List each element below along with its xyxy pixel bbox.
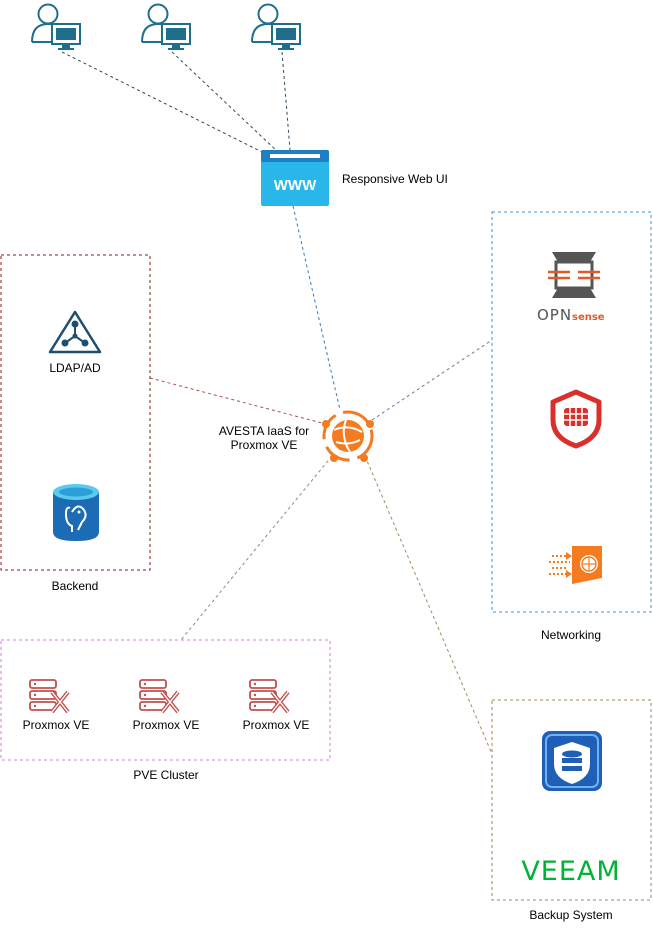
opnsense-logo-text-a: OPN	[537, 306, 572, 324]
core-label-line2: Proxmox VE	[230, 438, 298, 452]
pve-node-label: Proxmox VE	[242, 718, 310, 732]
pve-node-label: Proxmox VE	[22, 718, 90, 732]
avesta-core-icon	[322, 410, 374, 462]
edge-ldap-core	[149, 377, 323, 424]
pve-cluster-group	[0, 639, 331, 761]
pve-cluster-label: PVE Cluster	[133, 768, 199, 782]
user-icon	[31, 3, 81, 50]
networking-label: Networking	[540, 628, 602, 642]
backup-label: Backup System	[529, 908, 613, 922]
backup-database-icon	[542, 731, 602, 791]
proxmox-server-icon	[29, 679, 70, 714]
pve-node-label: Proxmox VE	[132, 718, 200, 732]
edge-user1-web	[61, 51, 269, 156]
proxmox-server-icon	[249, 679, 290, 714]
postgresql-database-icon	[53, 484, 99, 541]
backup-group	[491, 699, 652, 901]
opnsense-logo: OPN sense	[537, 252, 605, 324]
backend-label: Backend	[51, 579, 99, 593]
ldap-directory-icon	[48, 310, 102, 354]
user-icon	[251, 3, 301, 50]
edge-core-cluster	[180, 455, 333, 641]
core-label-line1: AVESTA IaaS for	[218, 424, 310, 438]
edge-user2-web	[171, 51, 279, 153]
opnsense-logo-text-b: sense	[572, 312, 605, 323]
web-icon-text: WWW	[274, 177, 317, 194]
user-icon	[141, 3, 191, 50]
networking-group	[491, 211, 652, 613]
veeam-logo: VEEAM	[521, 856, 620, 887]
firewall-shield-icon	[550, 389, 602, 449]
backend-group	[0, 254, 151, 571]
web-ui-label: Responsive Web UI	[342, 172, 448, 186]
ldap-label: LDAP/AD	[49, 361, 101, 375]
proxmox-server-icon	[139, 679, 180, 714]
edge-web-core	[292, 205, 341, 411]
edge-core-networking	[371, 339, 493, 421]
network-gateway-icon	[549, 546, 602, 584]
edge-user3-web	[281, 51, 291, 151]
edge-core-backup	[364, 455, 493, 755]
core-label: AVESTA IaaS for Proxmox VE	[213, 424, 315, 452]
web-browser-icon: WWW	[261, 150, 329, 206]
